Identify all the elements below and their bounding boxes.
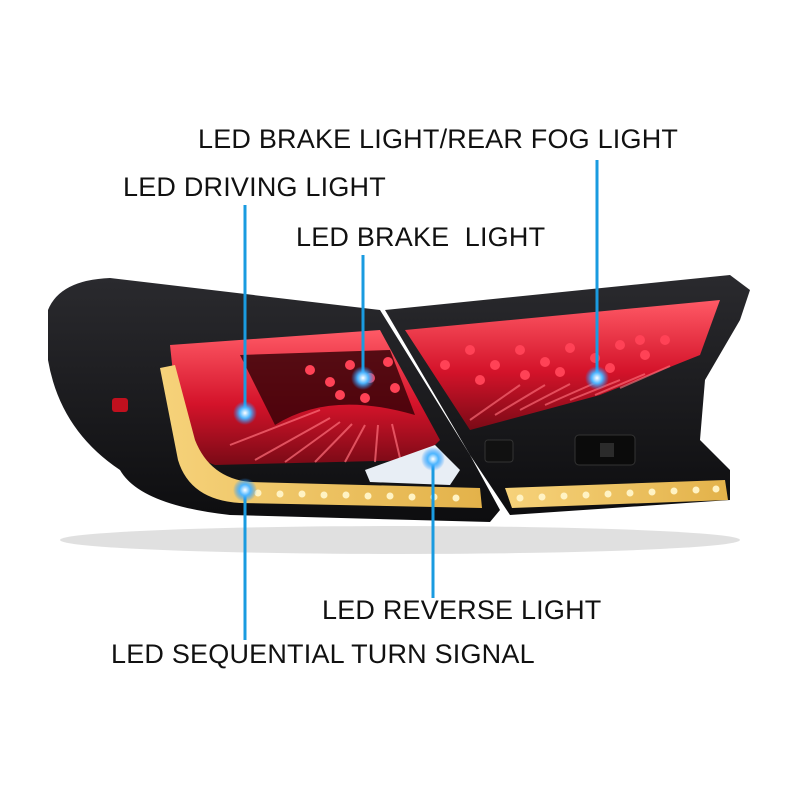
ground-shadow — [60, 526, 740, 554]
right-turn-led-dots — [516, 485, 720, 502]
left-turn-signal-strip — [160, 365, 482, 508]
right-turn-signal-strip — [505, 480, 728, 508]
trunk-socket — [484, 439, 514, 463]
trunk-connector-window — [600, 443, 614, 457]
callout-dot-turn — [233, 478, 257, 502]
label-reverse-light: LED REVERSE LIGHT — [322, 595, 602, 625]
callout-dot-driving — [233, 401, 257, 425]
callout-lines — [243, 160, 599, 640]
callout-dot-brake — [351, 366, 375, 390]
label-brake-light: LED BRAKE LIGHT — [296, 222, 546, 252]
right-red-lens — [405, 300, 720, 430]
callout-dot-brake-fog — [585, 366, 609, 390]
label-driving-light: LED DRIVING LIGHT — [123, 172, 386, 202]
label-brake-fog-light: LED BRAKE LIGHT/REAR FOG LIGHT — [198, 124, 679, 154]
side-reflector — [112, 398, 128, 412]
callout-dots — [233, 366, 609, 502]
right-radiating-segments — [469, 365, 671, 421]
left-lens-inner-arc — [240, 350, 415, 425]
callout-dot-reverse — [421, 447, 445, 471]
label-sequential-turn-signal: LED SEQUENTIAL TURN SIGNAL — [111, 639, 535, 669]
left-radiating-segments — [229, 409, 401, 463]
